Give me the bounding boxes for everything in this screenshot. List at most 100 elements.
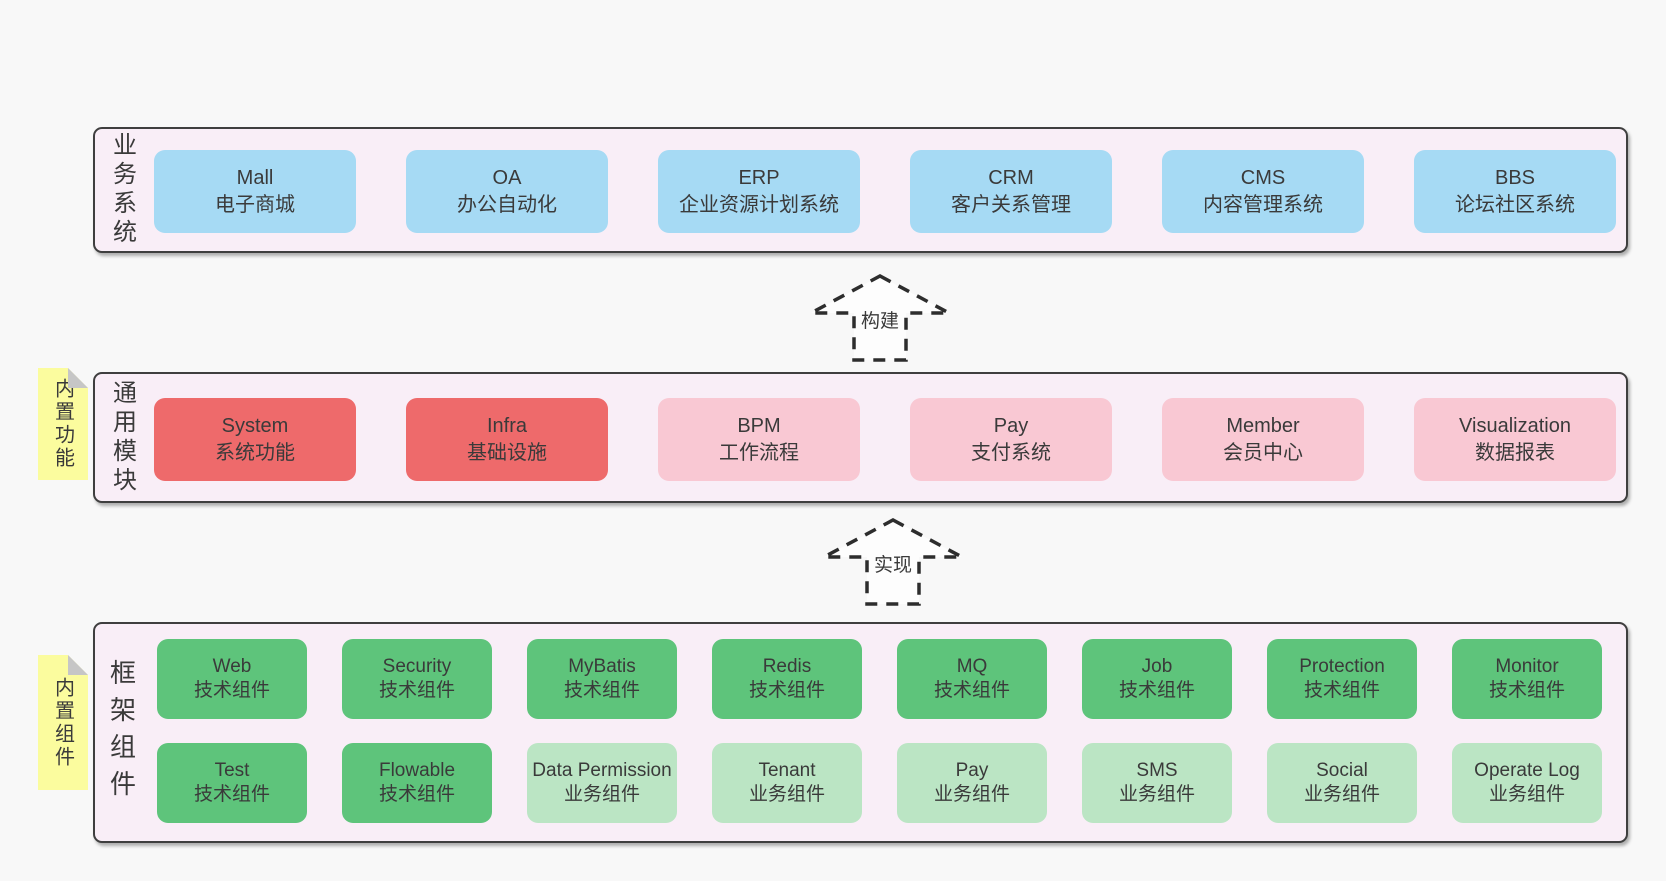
box-subtitle: 业务组件 [1303,784,1380,805]
framework-row-2: Test 技术组件 Flowable 技术组件 Data Permission … [157,743,1602,823]
box-subtitle: 技术组件 [1118,680,1195,701]
box-title: Job [1141,655,1173,677]
box-title: Pay [993,415,1029,438]
box-pay-component: Pay 业务组件 [897,743,1047,823]
box-erp: ERP 企业资源计划系统 [658,150,860,233]
box-title: MQ [956,655,988,677]
box-mybatis: MyBatis 技术组件 [527,639,677,719]
box-title: OA [492,167,522,190]
layer-modules-label: 通用模块 [108,379,136,496]
box-cms: CMS 内容管理系统 [1162,150,1364,233]
box-job: Job 技术组件 [1082,639,1232,719]
box-subtitle: 技术组件 [748,680,825,701]
framework-row-1: Web 技术组件 Security 技术组件 MyBatis 技术组件 Redi… [157,639,1602,719]
business-box-row: Mall 电子商城 OA 办公自动化 ERP 企业资源计划系统 CRM 客户关系… [154,150,1616,233]
box-infra: Infra 基础设施 [406,398,608,481]
builtin-components-tag: 内置组件 [38,655,88,790]
box-title: ERP [738,167,780,190]
box-title: Web [212,655,252,677]
box-bbs: BBS 论坛社区系统 [1414,150,1616,233]
box-title: Test [214,759,250,781]
box-tenant: Tenant 业务组件 [712,743,862,823]
box-title: BPM [737,415,781,438]
box-title: Member [1226,415,1300,438]
box-subtitle: 办公自动化 [457,193,557,216]
builtin-components-tag-label: 内置组件 [51,676,74,769]
box-title: Protection [1299,655,1385,677]
layer-business-systems: 业务系统 Mall 电子商城 OA 办公自动化 ERP 企业资源计划系统 CRM… [93,127,1628,253]
build-arrow-icon: 构建 [810,274,950,362]
box-title: CRM [988,167,1034,190]
box-sms: SMS 业务组件 [1082,743,1232,823]
box-title: System [221,415,289,438]
build-arrow-label: 构建 [861,310,899,332]
box-title: Monitor [1495,655,1559,677]
implement-arrow-label: 实现 [874,554,912,576]
box-pay-system: Pay 支付系统 [910,398,1112,481]
box-member: Member 会员中心 [1162,398,1364,481]
box-operate-log: Operate Log 业务组件 [1452,743,1602,823]
box-subtitle: 数据报表 [1475,441,1555,464]
box-title: Infra [486,415,528,438]
layer-framework-label: 框架组件 [106,658,137,807]
box-title: Flowable [378,759,456,781]
box-subtitle: 基础设施 [467,441,547,464]
box-subtitle: 业务组件 [563,784,640,805]
box-subtitle: 业务组件 [1488,784,1565,805]
box-test: Test 技术组件 [157,743,307,823]
box-title: Operate Log [1474,759,1580,781]
box-title: Security [382,655,452,677]
layer-framework-components: 框架组件 Web 技术组件 Security 技术组件 MyBatis 技术组件… [93,622,1628,843]
box-subtitle: 技术组件 [193,784,270,805]
box-title: Visualization [1459,415,1571,438]
folded-corner-icon [68,368,88,388]
box-subtitle: 技术组件 [563,680,640,701]
box-subtitle: 业务组件 [1118,784,1195,805]
box-subtitle: 工作流程 [719,441,799,464]
box-system: System 系统功能 [154,398,356,481]
box-redis: Redis 技术组件 [712,639,862,719]
box-title: BBS [1494,167,1536,190]
box-social: Social 业务组件 [1267,743,1417,823]
box-subtitle: 内容管理系统 [1203,193,1323,216]
modules-box-row: System 系统功能 Infra 基础设施 BPM 工作流程 Pay 支付系统… [154,398,1616,481]
box-subtitle: 客户关系管理 [951,193,1071,216]
box-title: Data Permission [532,759,672,781]
box-mall: Mall 电子商城 [154,150,356,233]
box-subtitle: 论坛社区系统 [1455,193,1575,216]
box-protection: Protection 技术组件 [1267,639,1417,719]
box-subtitle: 企业资源计划系统 [679,193,839,216]
box-title: MyBatis [568,655,636,677]
box-subtitle: 业务组件 [748,784,825,805]
builtin-features-tag: 内置功能 [38,368,88,480]
box-subtitle: 技术组件 [193,680,270,701]
box-crm: CRM 客户关系管理 [910,150,1112,233]
layer-business-label: 业务系统 [108,132,136,248]
box-title: Mall [236,167,274,190]
box-subtitle: 电子商城 [215,193,295,216]
box-subtitle: 技术组件 [378,784,455,805]
layer-common-modules: 通用模块 System 系统功能 Infra 基础设施 BPM 工作流程 Pay… [93,372,1628,503]
box-monitor: Monitor 技术组件 [1452,639,1602,719]
box-title: Social [1316,759,1368,781]
box-mq: MQ 技术组件 [897,639,1047,719]
box-subtitle: 会员中心 [1223,441,1303,464]
box-subtitle: 业务组件 [933,784,1010,805]
box-data-permission: Data Permission 业务组件 [527,743,677,823]
box-title: Redis [762,655,812,677]
box-title: Tenant [758,759,816,781]
folded-corner-icon [68,655,88,675]
box-title: CMS [1240,167,1286,190]
box-security: Security 技术组件 [342,639,492,719]
box-subtitle: 支付系统 [971,441,1051,464]
builtin-features-tag-label: 内置功能 [51,378,74,470]
box-subtitle: 技术组件 [378,680,455,701]
box-bpm: BPM 工作流程 [658,398,860,481]
box-flowable: Flowable 技术组件 [342,743,492,823]
box-oa: OA 办公自动化 [406,150,608,233]
box-web: Web 技术组件 [157,639,307,719]
box-subtitle: 技术组件 [933,680,1010,701]
box-title: SMS [1136,759,1178,781]
box-subtitle: 系统功能 [215,441,295,464]
